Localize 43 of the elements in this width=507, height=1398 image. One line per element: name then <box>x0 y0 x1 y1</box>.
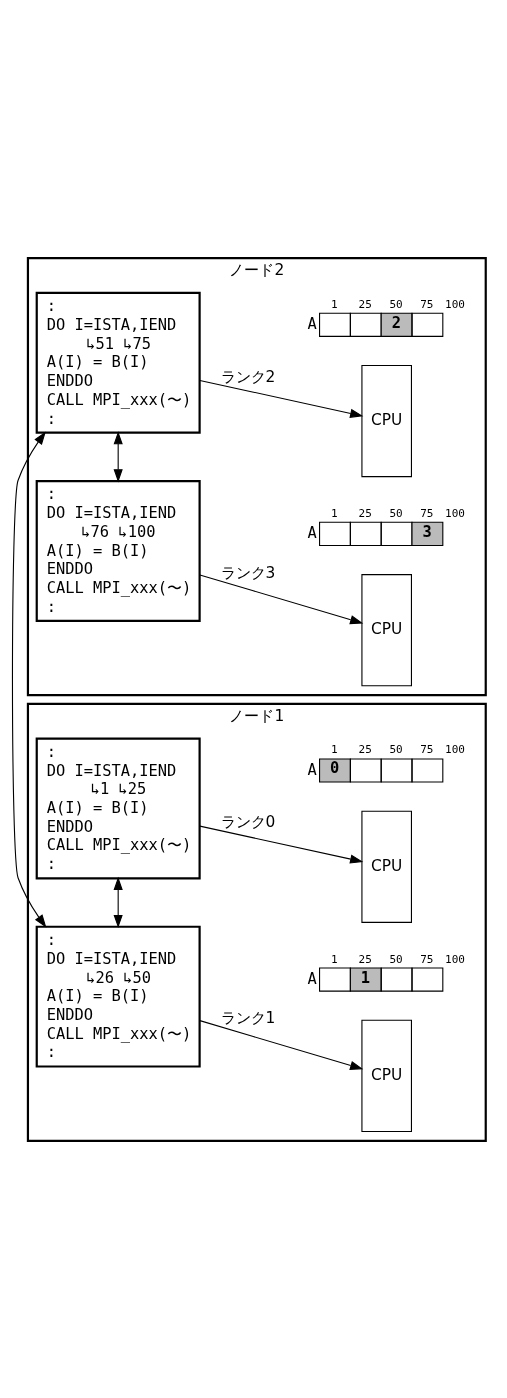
arrow <box>113 430 123 482</box>
node-label: 25 <box>358 952 372 966</box>
node-label: 25 <box>358 742 372 756</box>
node-label: 100 <box>445 742 465 756</box>
node-label: 75 <box>420 742 434 756</box>
node-label: 50 <box>389 297 403 311</box>
node-label: 1 <box>331 506 338 520</box>
edge-label: ランク2 <box>220 367 276 386</box>
node-label: 75 <box>420 506 434 520</box>
arrow <box>199 1019 364 1070</box>
node-label: 50 <box>389 952 403 966</box>
node-label: A <box>307 523 317 542</box>
node-label: 50 <box>389 506 403 520</box>
node-label: A <box>307 969 317 988</box>
node-box: : DO I=ISTA,IEND ↳76 ↳100 A(I) = B(I) ENDDO CALL MPI_xxx(〜) : <box>35 479 201 622</box>
node-box: CPU <box>361 573 412 686</box>
edge-label: ランク3 <box>220 563 276 582</box>
node-label: 25 <box>358 297 372 311</box>
node-box: : DO I=ISTA,IEND ↳51 ↳75 A(I) = B(I) ENDDO CALL MPI_xxx(〜) : <box>35 291 201 434</box>
node-label: 75 <box>420 297 434 311</box>
arrow <box>199 379 364 418</box>
edge-label: ランク1 <box>220 1008 276 1027</box>
node-box: CPU <box>361 364 412 477</box>
arrow <box>113 876 123 928</box>
node-box: : DO I=ISTA,IEND ↳1 ↳25 A(I) = B(I) ENDDO CALL MPI_xxx(〜) : <box>35 736 201 879</box>
node-box: CPU <box>361 810 412 923</box>
node-label: 100 <box>445 506 465 520</box>
node-box: : DO I=ISTA,IEND ↳26 ↳50 A(I) = B(I) ENDDO CALL MPI_xxx(〜) : <box>35 925 201 1068</box>
node-label: 100 <box>445 297 465 311</box>
node-label: 1 <box>331 742 338 756</box>
node-box: CPU <box>361 1019 412 1132</box>
node-label: 25 <box>358 506 372 520</box>
node-label: 1 <box>331 297 338 311</box>
arrow <box>199 573 364 624</box>
node-label: 100 <box>445 952 465 966</box>
edge-label: ランク0 <box>220 812 276 831</box>
node-label: A <box>307 760 317 779</box>
node-label: 50 <box>389 742 403 756</box>
node-label: A <box>307 314 317 333</box>
node-label: 1 <box>331 952 338 966</box>
arrow <box>199 825 364 864</box>
node-label: 75 <box>420 952 434 966</box>
arrow <box>11 431 47 928</box>
